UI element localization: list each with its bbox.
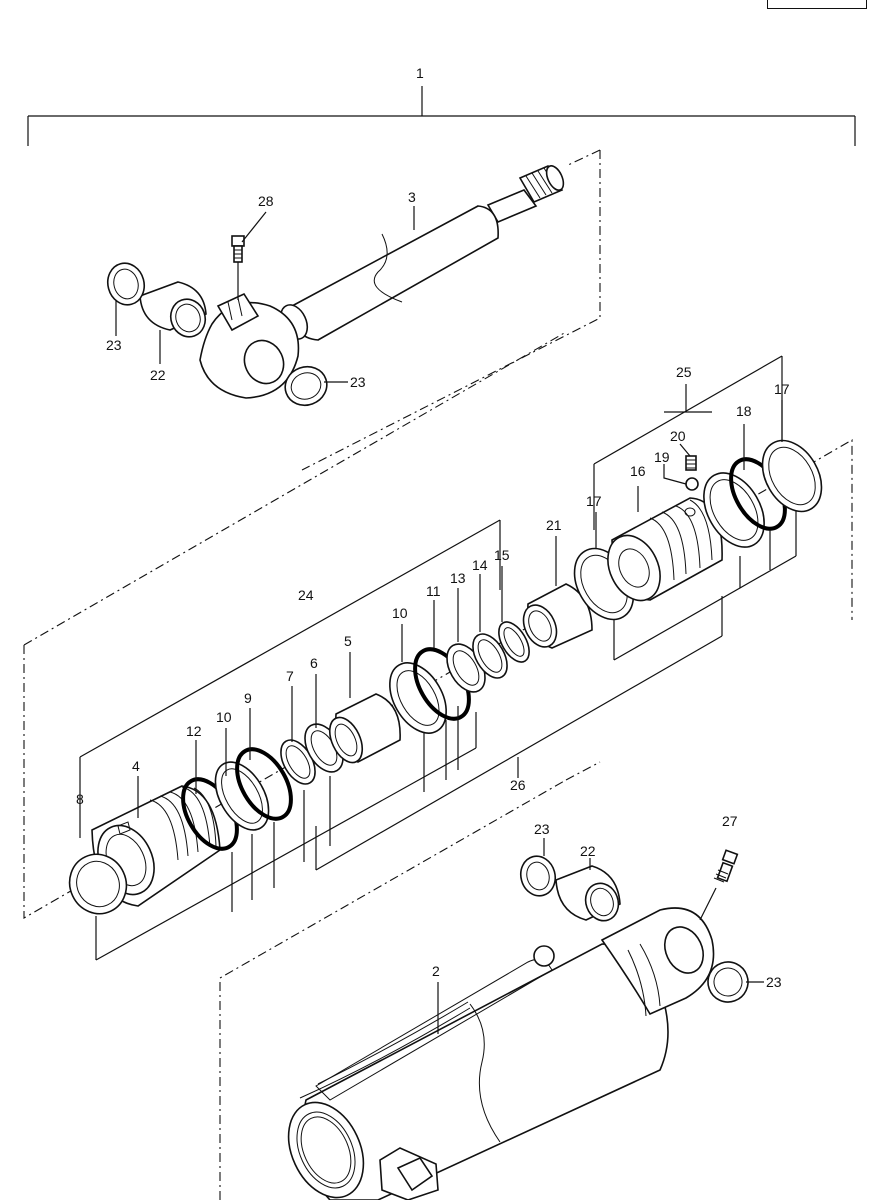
backup-ring-part-10-right [389,662,447,734]
bushing-part-5 [328,693,401,764]
callout-11: 11 [426,583,441,599]
callout-21: 21 [546,517,562,533]
callout-6: 6 [310,655,318,671]
grease-nipple-part-27 [699,849,739,921]
dust-seal-part-23-top-right [284,365,328,407]
figure-reference-box: 7-22 [767,0,867,9]
cylinder-tube-part-2 [287,907,715,1200]
callout-3: 3 [408,189,416,205]
callout-13: 13 [450,570,466,586]
callout-5: 5 [344,633,352,649]
grease-nipple-part-28 [231,235,245,300]
callout-22-top: 22 [150,367,166,383]
set-screw-part-20 [679,443,697,471]
callout-7: 7 [286,668,294,684]
callout-19: 19 [654,449,670,465]
leader-lines-middle [137,384,783,818]
callout-8: 8 [76,791,84,807]
dust-seal-part-23-bottom-right [707,961,749,1003]
dust-seal-part-23-top-left [106,262,146,306]
backup-ring-part-10-left [214,761,270,831]
callout-22-bottom: 22 [580,843,596,859]
callout-17-right: 17 [774,381,790,397]
callout-23-top-right: 23 [350,374,366,390]
seal-kit-boundary [23,331,853,919]
callout-4: 4 [132,758,140,774]
callout-24: 24 [298,587,314,603]
callout-1: 1 [416,65,424,81]
bushing-part-22-top [139,281,207,338]
callout-10-left: 10 [216,709,232,725]
callout-20: 20 [670,428,686,444]
dust-seal-part-23-bottom-left [519,855,557,897]
callout-14: 14 [472,557,488,573]
callout-23-bottom-left: 23 [534,821,550,837]
callout-2: 2 [432,963,440,979]
figure-reference-label: 7-22 [768,0,866,2]
callout-16: 16 [630,463,646,479]
callout-17-left: 17 [586,493,602,509]
callout-28: 28 [258,193,274,209]
leader-lines-outer [115,206,764,1034]
assembly-bracket-26 [315,596,723,871]
assembly-bracket-24 [79,519,501,961]
callout-25: 25 [676,364,692,380]
dust-wiper-part-8 [68,853,128,915]
callout-23-bottom-right: 23 [766,974,782,990]
callout-23-top-left: 23 [106,337,122,353]
callout-26: 26 [510,777,526,793]
callout-9: 9 [244,690,252,706]
rod-group-boundary [301,149,601,471]
wear-ring-part-17-right [761,439,823,513]
steel-ball-part-19 [663,464,699,491]
ring-part-14 [472,633,508,679]
callout-27: 27 [722,813,738,829]
callout-12: 12 [186,723,202,739]
callout-15: 15 [494,547,510,563]
piston-rod-part-3 [199,164,565,399]
assembly-bracket-1 [27,86,856,146]
callout-labels: 1 28 3 23 22 23 25 17 18 20 19 16 17 21 … [76,65,790,990]
collar-part-21 [522,583,593,649]
leader-lines-lower [231,530,771,912]
o-ring-part-9 [235,747,293,821]
bushing-part-22-bottom [555,865,621,922]
callout-10-right: 10 [392,605,408,621]
callout-18: 18 [736,403,752,419]
ring-part-15 [498,621,530,663]
seal-ring-part-18 [703,472,765,548]
tube-group-boundary [219,761,601,1200]
assembly-bracket-25 [593,355,797,661]
